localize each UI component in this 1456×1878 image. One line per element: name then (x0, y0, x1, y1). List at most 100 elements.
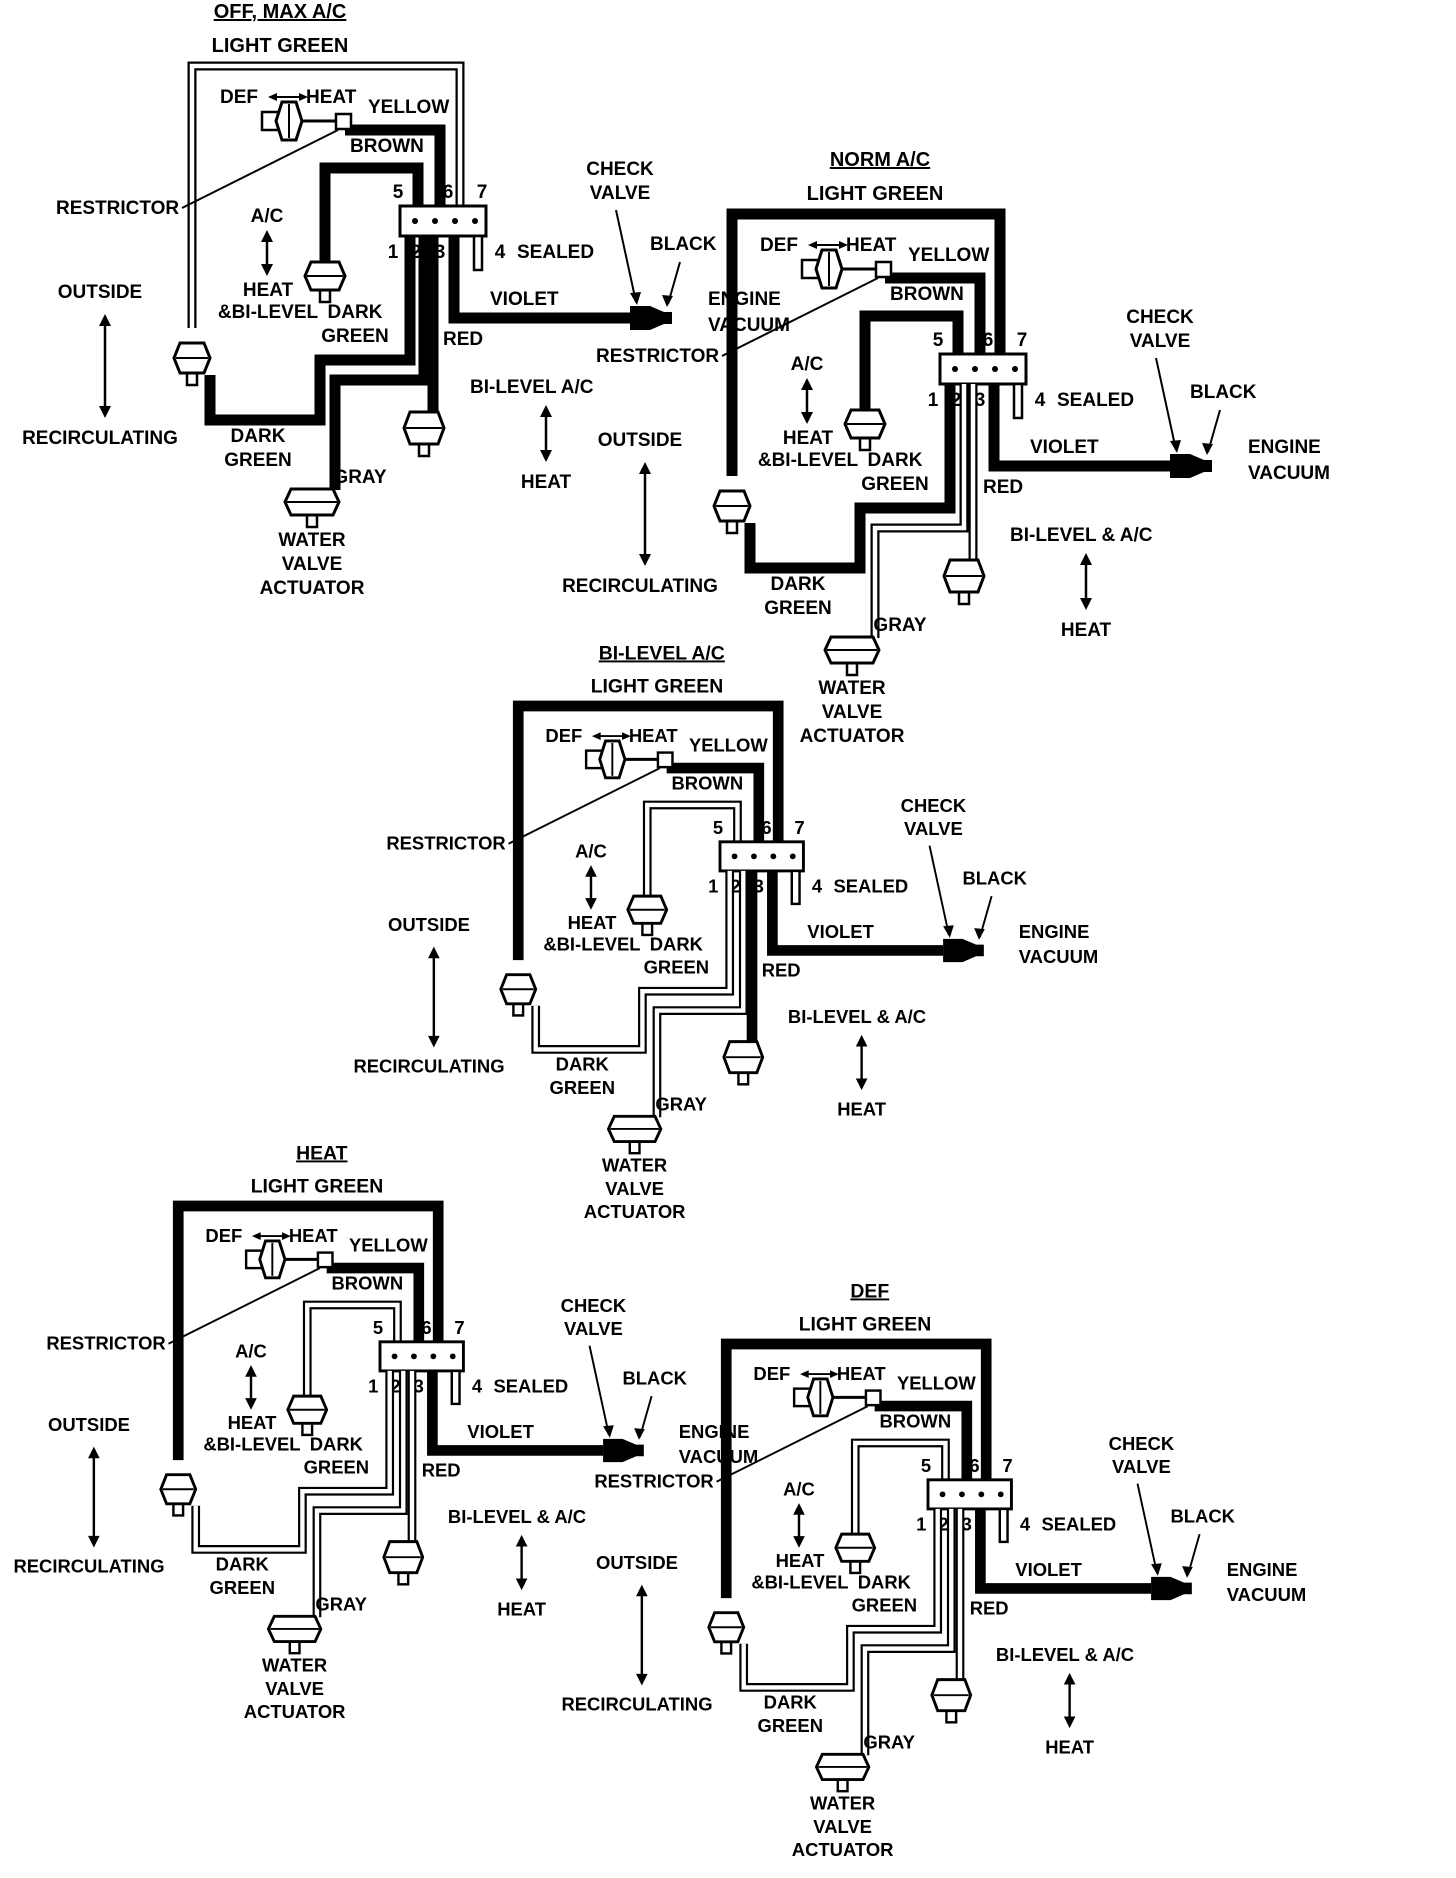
ac-heat-arrow (245, 1365, 257, 1410)
dark-green-label-3: DARK (231, 426, 286, 447)
hose-violet (767, 870, 944, 956)
sealed-label: SEALED (517, 242, 594, 263)
outside-label: OUTSIDE (598, 430, 682, 451)
restrictor-label: RESTRICTOR (56, 198, 179, 219)
def-heat-actuator (792, 1377, 875, 1418)
outside-recirc-arrow (99, 314, 111, 418)
hose-brown (642, 800, 742, 902)
port-7-label: 7 (794, 817, 804, 838)
violet-label: VIOLET (490, 289, 559, 310)
hose-yellow (326, 1262, 425, 1344)
vacuum-label: VACUUM (1248, 463, 1330, 484)
def-heat-actuator (244, 1239, 327, 1280)
mode-label: BI-LEVEL & A/C (1010, 525, 1153, 546)
port-5-label: 5 (933, 330, 944, 351)
port-7-label: 7 (454, 1317, 464, 1338)
dark-green-label-1: DARK (858, 1571, 912, 1592)
dark-green-label-3: DARK (764, 1692, 818, 1713)
restrictor-leader (181, 129, 339, 209)
heat-bilevel-label-1: HEAT (776, 1550, 826, 1571)
def-heat-actuator (800, 248, 885, 290)
port-6-label: 6 (969, 1455, 979, 1476)
check-label: CHECK (586, 159, 654, 180)
panel-title: BI-LEVEL A/C (599, 642, 725, 664)
brown-label: BROWN (331, 1272, 403, 1293)
port-3-label: 3 (962, 1513, 972, 1534)
red-label: RED (443, 329, 483, 350)
gray-label: GRAY (655, 1094, 707, 1115)
hose-brown (850, 1438, 950, 1540)
check-valve (1151, 1576, 1192, 1601)
restrictor-leader (721, 277, 879, 357)
mode-label: BI-LEVEL & A/C (996, 1644, 1134, 1665)
heat-short-label: HEAT (846, 235, 897, 256)
heat-bilevel-label-2: &BI-LEVEL (751, 1571, 848, 1592)
outside-label: OUTSIDE (388, 914, 470, 935)
port-1-label: 1 (708, 875, 718, 896)
port-7-label: 7 (1017, 330, 1028, 351)
black-label: BLACK (1190, 382, 1257, 403)
outside-recirc-actuator (712, 489, 752, 535)
restrictor-fitting (864, 1389, 882, 1407)
dark-green-label-1: DARK (328, 302, 383, 323)
vacuum-switch-block (938, 352, 1028, 386)
port-2-label: 2 (938, 1513, 948, 1534)
ac-heat-actuator (843, 408, 887, 452)
ac-heat-arrow (801, 378, 813, 424)
light-green-label: LIGHT GREEN (591, 675, 724, 697)
water-valve-actuator (266, 1614, 323, 1655)
heat-label: HEAT (837, 1098, 887, 1119)
dark-green-label-3: DARK (216, 1554, 270, 1575)
heat-bilevel-label-2: &BI-LEVEL (758, 450, 859, 471)
restrictor-fitting (656, 751, 674, 769)
port-7-label: 7 (1002, 1455, 1012, 1476)
restrictor-fitting (316, 1251, 334, 1269)
sealed-port (1012, 382, 1024, 420)
check-valve (630, 306, 672, 330)
water-label: WATER (818, 678, 885, 699)
ac-label: A/C (783, 1478, 815, 1499)
engine-label: ENGINE (1019, 921, 1090, 942)
red-label: RED (983, 477, 1023, 498)
dark-green-label-1: DARK (650, 933, 704, 954)
ac-label: A/C (251, 206, 284, 227)
check-label: CHECK (561, 1295, 627, 1316)
ac-heat-actuator (303, 260, 347, 304)
def-heat-arrow (808, 241, 848, 249)
ac-heat-actuator (834, 1532, 877, 1575)
port-2-label: 2 (411, 242, 422, 263)
violet-label: VIOLET (467, 1421, 534, 1442)
recirculating-label: RECIRCULATING (353, 1056, 504, 1077)
hose-gray (329, 236, 430, 490)
port-5-label: 5 (713, 817, 723, 838)
black-label: BLACK (962, 868, 1027, 889)
restrictor-fitting (874, 260, 893, 279)
sealed-label: SEALED (1041, 1513, 1116, 1534)
port-6-label: 6 (761, 817, 771, 838)
gray-label: GRAY (333, 467, 386, 488)
valve-label-2: VALVE (605, 1178, 664, 1199)
check-valve (1170, 454, 1212, 478)
ac-heat-arrow (793, 1503, 805, 1548)
port-2-label: 2 (730, 875, 740, 896)
dark-green-label-2: GREEN (304, 1457, 370, 1478)
ac-heat-actuator (626, 894, 669, 937)
port-4-label: 4 (495, 242, 506, 263)
engine-label: ENGINE (708, 289, 781, 310)
red-label: RED (970, 1598, 1009, 1619)
hose-yellow (345, 124, 446, 208)
actuator-label: ACTUATOR (800, 726, 905, 747)
check-valve (603, 1438, 644, 1463)
valve-label: VALVE (1130, 331, 1191, 352)
port-6-label: 6 (443, 182, 454, 203)
heat-bilevel-label-1: HEAT (783, 428, 834, 449)
water-valve-actuator (823, 635, 881, 677)
outside-recirc-arrow (428, 946, 440, 1048)
def-heat-arrow (251, 1232, 291, 1240)
bi-level-actuator (402, 410, 446, 458)
valve-label: VALVE (564, 1318, 623, 1339)
port-1-label: 1 (916, 1513, 926, 1534)
vacuum-label: VACUUM (1019, 946, 1098, 967)
